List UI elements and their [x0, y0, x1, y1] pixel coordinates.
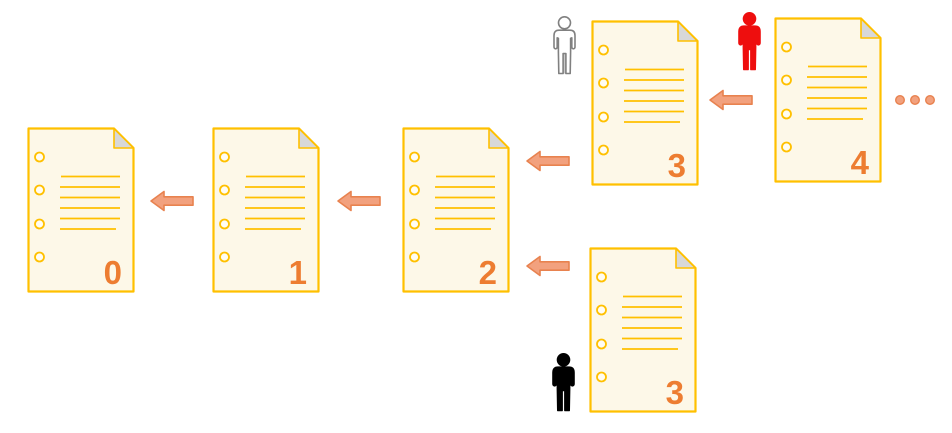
document-version-3-top: 3	[591, 20, 699, 186]
black-person-icon	[545, 353, 582, 413]
arrow-4-to-3top-icon	[708, 88, 754, 112]
red-person-icon	[731, 12, 768, 72]
arrow-1-to-0-icon	[149, 189, 195, 213]
document-version-3-bottom: 3	[589, 247, 697, 413]
document-version-0: 0	[27, 127, 135, 293]
version-number: 3	[665, 373, 684, 411]
continuation-dots-icon	[894, 94, 936, 106]
version-number: 3	[667, 146, 686, 184]
arrow-3top-to-2-icon	[525, 149, 571, 173]
version-number: 2	[478, 253, 497, 291]
document-version-2: 2	[402, 127, 510, 293]
document-version-4: 4	[774, 17, 882, 183]
arrow-3bottom-to-2-icon	[525, 254, 571, 278]
version-number: 1	[288, 253, 307, 291]
version-number: 4	[850, 143, 869, 181]
outline-person-icon	[546, 16, 583, 76]
version-number: 0	[103, 253, 122, 291]
arrow-2-to-1-icon	[336, 189, 382, 213]
document-version-1: 1	[212, 127, 320, 293]
